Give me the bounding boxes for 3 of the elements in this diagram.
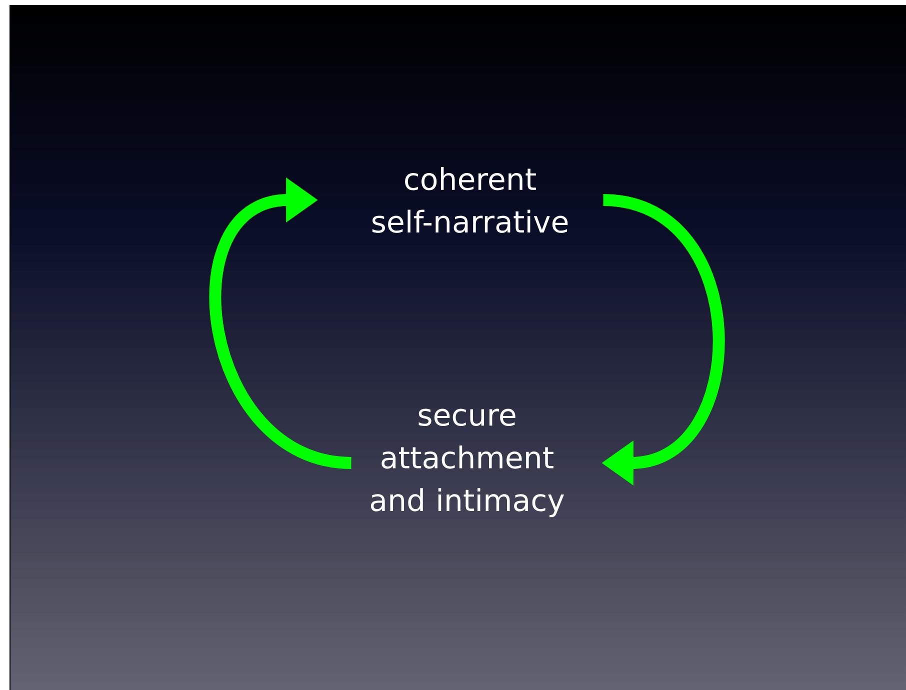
node-label: coherent self-narrative — [372, 167, 568, 233]
node-label: secure attachment and intimacy — [370, 408, 564, 518]
curved-arrow — [209, 178, 352, 469]
